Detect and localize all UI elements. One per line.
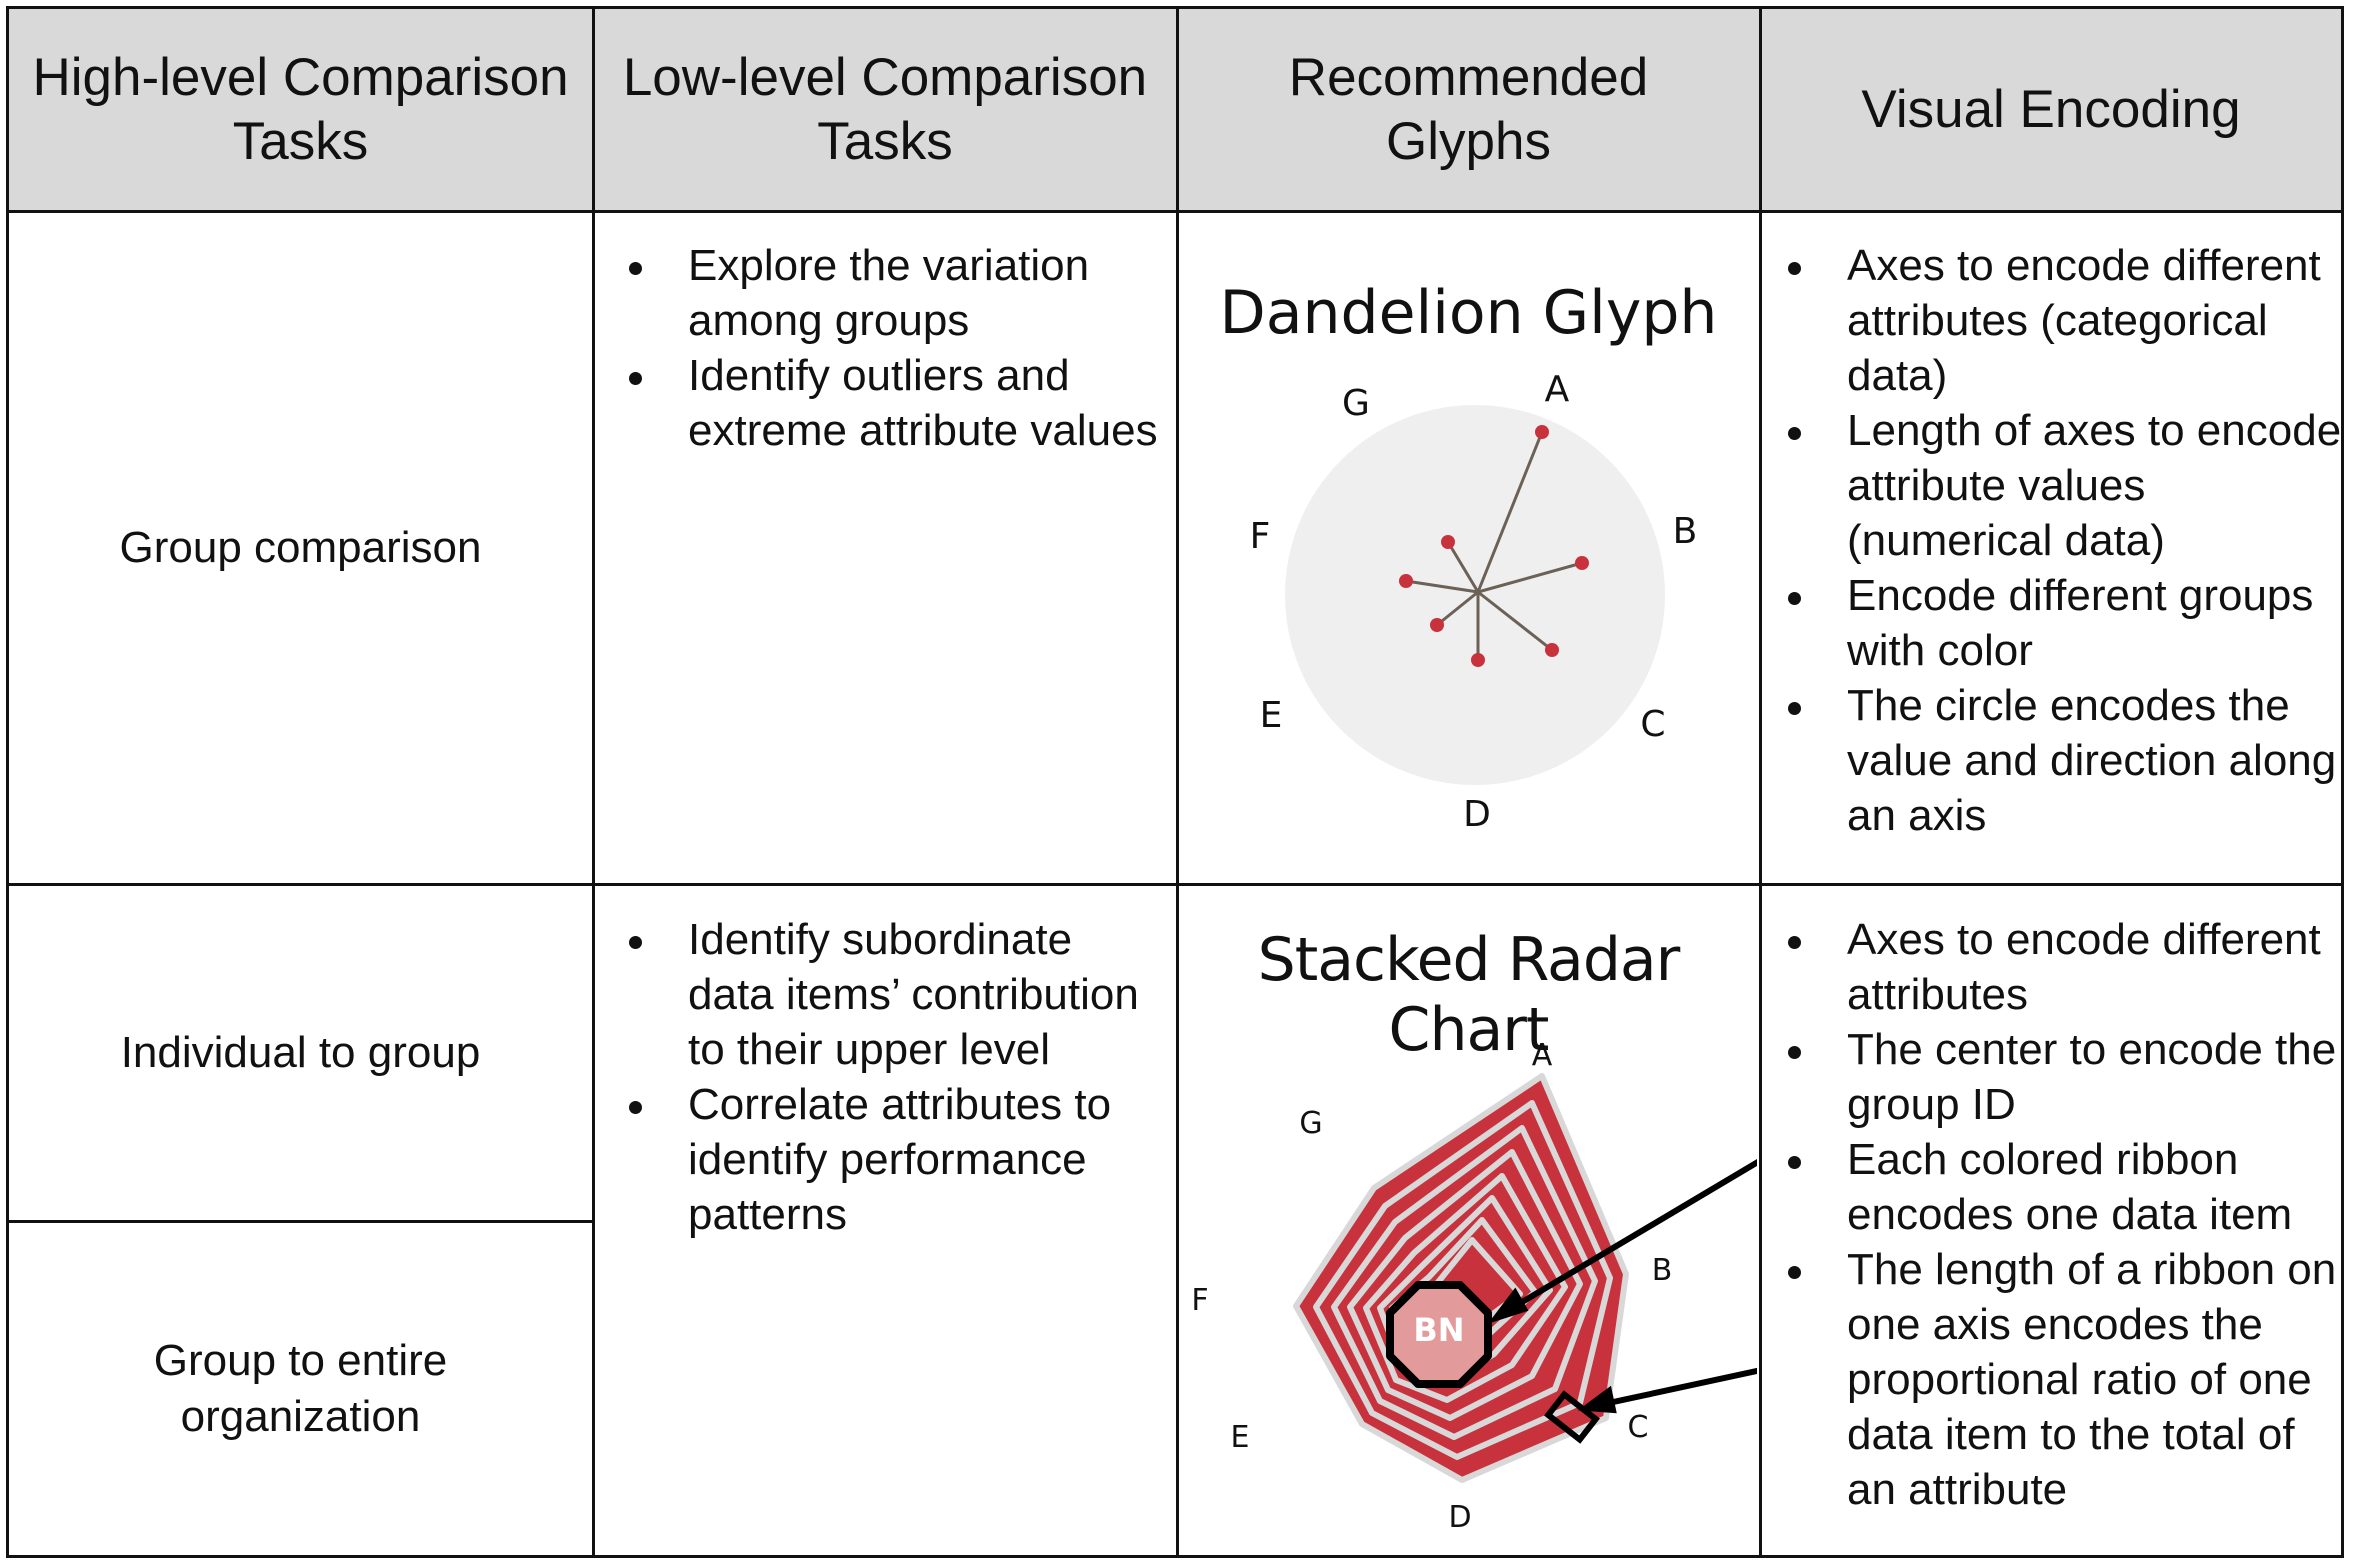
table-border-right (2341, 6, 2344, 1558)
list-item: Axes to encode different attributes (1777, 912, 2347, 1022)
row1-encoding-list: Axes to encode different attributes (cat… (1777, 238, 2347, 843)
dot-f (1399, 574, 1413, 588)
axis-label-c: C (1640, 704, 1665, 745)
header-glyphs-label: Recommended Glyphs (1288, 47, 1649, 171)
header-visual-encoding: Visual Encoding (1763, 8, 2339, 211)
dot-c (1545, 643, 1559, 657)
radar-axis-label-f: F (1191, 1283, 1208, 1318)
radar-axis-label-e: E (1231, 1420, 1250, 1455)
dandelion-glyph: A B C D E F G (1250, 369, 1698, 835)
dot-b (1575, 556, 1589, 570)
stacked-radar-chart-title: Stacked Radar Chart (1257, 925, 1681, 1065)
header-encoding-label: Visual Encoding (1861, 79, 2241, 139)
row1-low-level-list: Explore the variation among groups Ident… (618, 238, 1166, 458)
list-item: Each colored ribbon encodes one data ite… (1777, 1132, 2347, 1242)
group-to-organization-label: Group to entire organization (153, 1336, 448, 1441)
header-high-level-label: High-level Comparison Tasks (32, 47, 569, 171)
stem-g (1446, 541, 1480, 593)
list-item: Length of axes to encode attribute value… (1777, 403, 2347, 568)
dot-d (1471, 653, 1485, 667)
dot-e (1430, 618, 1444, 632)
row2-low-level-list: Identify subordinate data items’ contrib… (618, 912, 1166, 1242)
stem-a (1476, 431, 1544, 593)
list-item: Axes to encode different attributes (cat… (1777, 238, 2347, 403)
arrow-ribbon-line (1603, 1367, 1757, 1407)
arrow-ribbon-head (1577, 1385, 1617, 1414)
column-divider-1 (592, 6, 595, 1558)
group-to-organization-cell: Group to entire organization (12, 1223, 589, 1555)
axis-label-d: D (1463, 794, 1491, 835)
list-item: Identify outliers and extreme attribute … (618, 348, 1166, 458)
list-item: Identify subordinate data items’ contrib… (618, 912, 1166, 1077)
radar-axis-label-g: G (1299, 1106, 1322, 1141)
radar-axis-label-a: A (1532, 1038, 1553, 1073)
header-divider (6, 210, 2344, 213)
list-item: Encode different groups with color (1777, 568, 2347, 678)
list-item: Explore the variation among groups (618, 238, 1166, 348)
table-header-background (8, 8, 2342, 211)
axis-label-e: E (1260, 695, 1283, 736)
list-item: Correlate attributes to identify perform… (618, 1077, 1166, 1242)
group-id-octagon (1386, 1281, 1492, 1388)
row-divider (6, 883, 2344, 886)
column-divider-2 (1176, 6, 1179, 1558)
stem-c (1477, 590, 1553, 652)
radar-axis-label-c: C (1628, 1410, 1649, 1445)
dot-a (1535, 425, 1549, 439)
axis-label-g: G (1342, 383, 1370, 424)
header-low-level-tasks: Low-level Comparison Tasks (596, 8, 1174, 211)
radar-axis-label-d: D (1448, 1500, 1471, 1535)
table-border-left (6, 6, 9, 1558)
dandelion-glyph-title: Dandelion Glyph (1219, 278, 1718, 348)
column-divider-3 (1759, 6, 1762, 1558)
stem-b (1477, 561, 1583, 594)
arrow-center-head (1487, 1287, 1529, 1324)
group-id-label: BN (1413, 1311, 1464, 1349)
group-comparison-cell: Group comparison (12, 213, 589, 883)
individual-to-group-label: Individual to group (120, 1028, 481, 1077)
axis-label-f: F (1250, 516, 1271, 557)
stem-e (1436, 590, 1479, 627)
list-item: The center to encode the group ID (1777, 1022, 2347, 1132)
table-border-top (6, 6, 2344, 9)
group-comparison-label: Group comparison (119, 523, 482, 572)
axis-label-b: B (1673, 511, 1698, 552)
header-recommended-glyphs: Recommended Glyphs (1180, 8, 1757, 211)
ribbon-highlight-box (1544, 1390, 1600, 1444)
list-item: The circle encodes the value and directi… (1777, 678, 2347, 843)
dot-g (1441, 535, 1455, 549)
row2-encoding-list: Axes to encode different attributes The … (1777, 912, 2347, 1517)
subrow-divider (6, 1220, 593, 1223)
radar-axis-label-b: B (1652, 1253, 1673, 1288)
list-item: The length of a ribbon on one axis encod… (1777, 1242, 2347, 1517)
stacked-radar-chart: BN A B C D E F G (1191, 1038, 1757, 1535)
table-border-bottom (6, 1555, 2344, 1558)
header-high-level-tasks: High-level Comparison Tasks (12, 8, 589, 211)
arrow-center-line (1510, 1159, 1757, 1311)
individual-to-group-cell: Individual to group (12, 886, 589, 1220)
header-low-level-label: Low-level Comparison Tasks (622, 47, 1148, 171)
axis-label-a: A (1545, 369, 1570, 410)
stem-f (1405, 579, 1479, 594)
